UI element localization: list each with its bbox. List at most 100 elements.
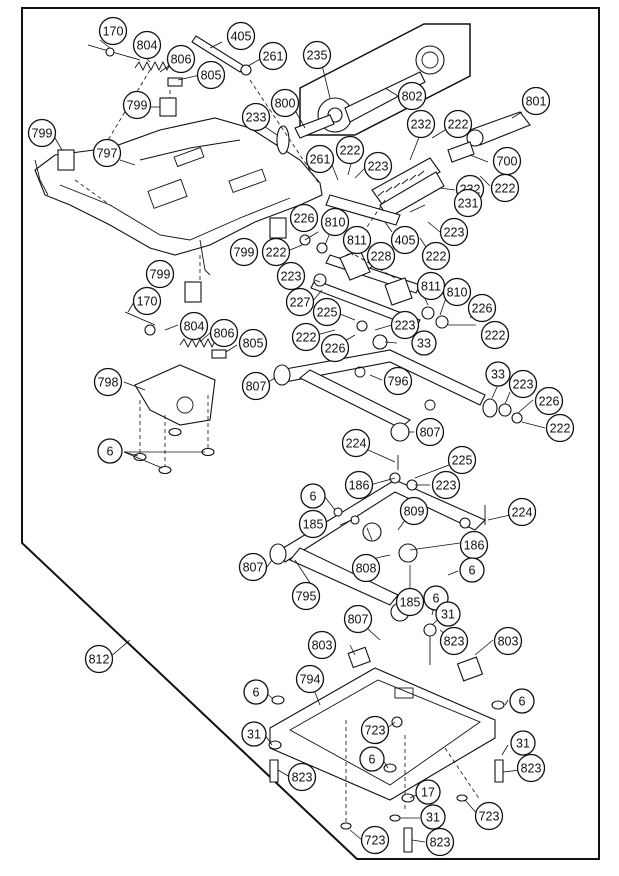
callout-label: 186 (464, 539, 485, 553)
callout-label: 222 (340, 144, 361, 158)
callout-170: 170 (132, 286, 162, 316)
callout-223: 223 (439, 217, 469, 247)
callout-809: 809 (399, 496, 429, 526)
callout-circle (493, 626, 523, 656)
callout-231: 231 (453, 188, 483, 218)
callout-label: 6 (369, 753, 376, 767)
callout-circle (241, 102, 271, 132)
callout-circle (421, 241, 451, 271)
callout-223: 223 (390, 310, 420, 340)
callout-810: 810 (320, 207, 350, 237)
callout-circle (360, 715, 390, 745)
callout-label: 224 (346, 437, 367, 451)
callout-label: 801 (526, 95, 547, 109)
callout-812: 812 (84, 644, 114, 674)
callout-label: 807 (243, 561, 264, 575)
callout-222: 222 (421, 241, 451, 271)
callout-circle (406, 109, 436, 139)
callout-label: 805 (243, 337, 264, 351)
callout-circle (521, 86, 551, 116)
callout-795: 795 (291, 581, 321, 611)
callout-circle (335, 135, 365, 165)
callout-circle (238, 552, 268, 582)
callout-circle (307, 630, 337, 660)
callout-label: 823 (292, 771, 313, 785)
callout-label: 804 (137, 39, 158, 53)
callout-label: 235 (307, 49, 328, 63)
callout-label: 723 (479, 810, 500, 824)
callout-circle (545, 413, 575, 443)
callout-823: 823 (439, 626, 469, 656)
callout-label: 33 (491, 368, 505, 382)
callout-label: 223 (513, 378, 534, 392)
middle-rods (299, 234, 449, 350)
callout-label: 222 (296, 331, 317, 345)
callout-label: 6 (310, 490, 317, 504)
callout-label: 806 (171, 53, 192, 67)
callout-label: 799 (127, 99, 148, 113)
callout-222: 222 (490, 173, 520, 203)
callout-label: 31 (426, 811, 440, 825)
callout-label: 812 (89, 653, 110, 667)
callout-label: 796 (388, 375, 409, 389)
callout-223: 223 (431, 470, 461, 500)
callout-label: 225 (317, 306, 338, 320)
callout-circle (27, 118, 57, 148)
callout-label: 222 (550, 422, 571, 436)
callout-circle (395, 587, 425, 617)
callout-6: 6 (459, 557, 485, 583)
callout-circle (289, 203, 319, 233)
callout-800: 800 (270, 88, 300, 118)
callout-label: 6 (469, 564, 476, 578)
callout-233: 233 (241, 102, 271, 132)
callout-circle (92, 138, 122, 168)
callout-225: 225 (312, 297, 342, 327)
callout-label: 807 (246, 380, 267, 394)
callout-circle (341, 428, 371, 458)
callout-circle (229, 237, 259, 267)
callout-label: 799 (234, 246, 255, 260)
callout-label: 823 (430, 836, 451, 850)
callout-label: 226 (325, 342, 346, 356)
scissor-arm-796 (273, 349, 523, 442)
callout-723: 723 (474, 801, 504, 831)
callout-circle (291, 581, 321, 611)
callout-circle (359, 746, 385, 772)
callout-31: 31 (510, 730, 536, 756)
callout-circle (443, 109, 473, 139)
callout-circle (295, 664, 325, 694)
callout-label: 232 (411, 118, 432, 132)
callout-810: 810 (442, 277, 472, 307)
callout-797: 797 (92, 138, 122, 168)
callout-label: 723 (365, 724, 386, 738)
callout-circle (270, 88, 300, 118)
callout-circle (196, 60, 226, 90)
callout-808: 808 (351, 553, 381, 583)
callout-circle (516, 753, 546, 783)
callout-circle (390, 310, 420, 340)
callout-226: 226 (289, 203, 319, 233)
callout-label: 804 (184, 320, 205, 334)
callout-405: 405 (390, 225, 420, 255)
callout-circle (411, 330, 437, 356)
callout-33: 33 (485, 361, 511, 387)
callout-label: 222 (266, 246, 287, 260)
callout-label: 231 (458, 197, 479, 211)
callout-circle (97, 438, 123, 464)
callout-804: 804 (179, 311, 209, 341)
callout-823: 823 (516, 753, 546, 783)
callout-label: 225 (452, 454, 473, 468)
callout-label: 224 (512, 506, 533, 520)
callout-circle (132, 286, 162, 316)
callout-label: 810 (447, 286, 468, 300)
callout-31: 31 (435, 601, 461, 627)
callout-223: 223 (363, 151, 393, 181)
callout-224: 224 (341, 428, 371, 458)
callout-circle (238, 328, 268, 358)
callout-circle (439, 626, 469, 656)
callout-label: 222 (426, 250, 447, 264)
callout-label: 823 (521, 762, 542, 776)
callout-label: 807 (348, 613, 369, 627)
callout-circle (534, 386, 564, 416)
